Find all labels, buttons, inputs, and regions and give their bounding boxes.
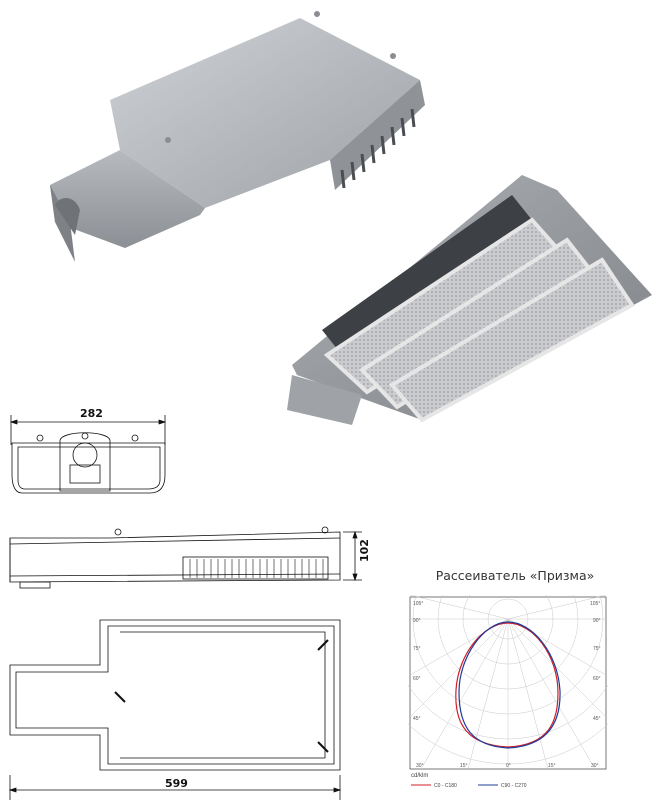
angle-label: 45°: [413, 716, 421, 722]
angle-label: 75°: [593, 646, 601, 652]
luminaire-top-render: [50, 11, 425, 262]
polar-diagram-title: Рассеиватель «Призма»: [435, 568, 595, 583]
height-dimension: 102: [358, 539, 370, 562]
angle-label: 15°: [460, 763, 468, 769]
angle-label: 90°: [413, 618, 421, 624]
curve-c90-c270: [458, 621, 561, 749]
legend-c0: C0 - C180: [434, 783, 457, 789]
angle-label: 60°: [413, 676, 421, 682]
angle-label: 90°: [593, 618, 601, 624]
angle-label: 45°: [593, 716, 601, 722]
front-view-drawing: 282: [9, 407, 167, 494]
length-dimension: 599: [165, 777, 188, 790]
polar-diagram: 105° 105° 90° 90° 75° 75° 60° 60° 45° 45…: [408, 595, 608, 789]
angle-label: 30°: [416, 763, 424, 769]
width-dimension: 282: [80, 407, 103, 420]
angle-label: 30°: [591, 763, 599, 769]
luminaire-bottom-render: [287, 175, 652, 425]
angle-label: 105°: [590, 601, 600, 607]
angle-label: 0°: [506, 763, 511, 769]
curve-c0-c180: [455, 622, 559, 748]
angle-label: 15°: [548, 763, 556, 769]
angle-label: 75°: [413, 646, 421, 652]
legend-c90: C90 - C270: [501, 783, 527, 789]
unit-label: cd/klm: [411, 773, 428, 779]
plan-view-drawing: 599: [8, 619, 342, 800]
side-view-drawing: 102: [9, 526, 370, 589]
angle-label: 105°: [413, 601, 423, 607]
angle-label: 60°: [593, 676, 601, 682]
